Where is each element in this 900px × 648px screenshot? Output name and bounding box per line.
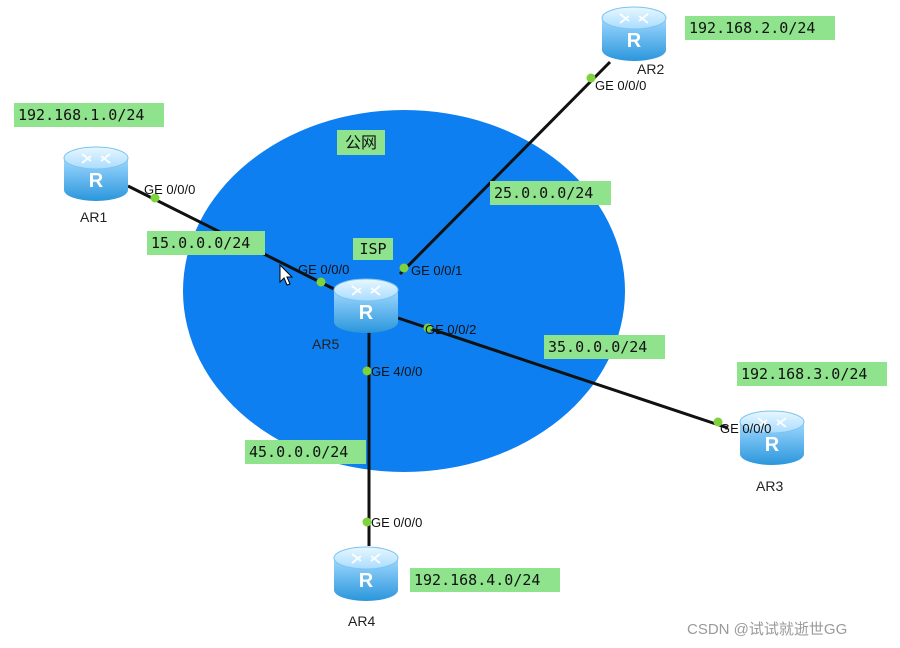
port-dot-ar3-ge000 xyxy=(713,417,723,427)
port-dot-ar4-ge000 xyxy=(362,517,372,527)
port-label-ar3: GE 0/0/0 xyxy=(720,421,771,436)
label-lan-ar1: 192.168.1.0/24 xyxy=(14,103,164,127)
router-icon xyxy=(333,278,399,334)
port-dot-ar5-ge001 xyxy=(399,263,409,273)
watermark: CSDN @试试就逝世GG xyxy=(687,621,847,638)
cloud-label: 公网 xyxy=(345,133,377,152)
router-ar5-isp[interactable] xyxy=(333,278,399,334)
router-ar3[interactable] xyxy=(739,410,805,466)
lan-network-ar3: 192.168.3.0/24 xyxy=(741,365,867,383)
router-name-ar5: AR5 xyxy=(312,336,339,352)
router-icon xyxy=(739,410,805,466)
mouse-pointer-icon xyxy=(279,263,294,286)
port-label-ar5-to-ar2: GE 0/0/1 xyxy=(411,263,462,278)
router-icon xyxy=(63,146,129,202)
link-ar3-ar5 xyxy=(397,316,729,430)
port-label-ar4: GE 0/0/0 xyxy=(371,515,422,530)
network-45: 45.0.0.0/24 xyxy=(249,443,348,461)
label-net-45: 45.0.0.0/24 xyxy=(245,440,366,464)
router-ar1[interactable] xyxy=(63,146,129,202)
router-ar2[interactable] xyxy=(601,6,667,62)
public-network-cloud xyxy=(183,110,625,472)
port-dot-ar2-ge000 xyxy=(586,73,596,83)
label-net-25: 25.0.0.0/24 xyxy=(490,181,611,205)
label-cloud: 公网 xyxy=(337,130,385,155)
link-ar2-ar5 xyxy=(398,60,612,276)
router-ar4[interactable] xyxy=(333,546,399,602)
port-label-ar5-to-ar3: GE 0/0/2 xyxy=(425,322,476,337)
port-dots xyxy=(150,73,723,527)
router-icon xyxy=(601,6,667,62)
network-35: 35.0.0.0/24 xyxy=(548,338,647,356)
label-lan-ar3: 192.168.3.0/24 xyxy=(737,362,887,386)
network-15: 15.0.0.0/24 xyxy=(151,234,250,252)
network-25: 25.0.0.0/24 xyxy=(494,184,593,202)
label-lan-ar2: 192.168.2.0/24 xyxy=(685,16,835,40)
label-net-35: 35.0.0.0/24 xyxy=(544,335,665,359)
lan-network-ar4: 192.168.4.0/24 xyxy=(414,571,540,589)
port-dot-ar5-ge400 xyxy=(362,366,372,376)
port-label-ar2: GE 0/0/0 xyxy=(595,78,646,93)
router-name-ar1: AR1 xyxy=(80,209,107,225)
port-dot-ar5-ge000 xyxy=(316,277,326,287)
router-name-ar2: AR2 xyxy=(637,61,664,77)
isp-label: ISP xyxy=(359,240,386,258)
lan-network-ar2: 192.168.2.0/24 xyxy=(689,19,815,37)
port-label-ar1: GE 0/0/0 xyxy=(144,182,195,197)
router-icon xyxy=(333,546,399,602)
router-name-ar4: AR4 xyxy=(348,613,375,629)
router-name-ar3: AR3 xyxy=(756,478,783,494)
label-net-15: 15.0.0.0/24 xyxy=(147,231,265,255)
port-label-ar5-to-ar1: GE 0/0/0 xyxy=(298,262,349,277)
port-dot-ar1-ge000 xyxy=(150,193,160,203)
label-isp: ISP xyxy=(353,238,393,260)
label-lan-ar4: 192.168.4.0/24 xyxy=(410,568,560,592)
port-dot-ar5-ge002 xyxy=(423,323,433,333)
port-label-ar5-to-ar4: GE 4/0/0 xyxy=(371,364,422,379)
lan-network-ar1: 192.168.1.0/24 xyxy=(18,106,144,124)
